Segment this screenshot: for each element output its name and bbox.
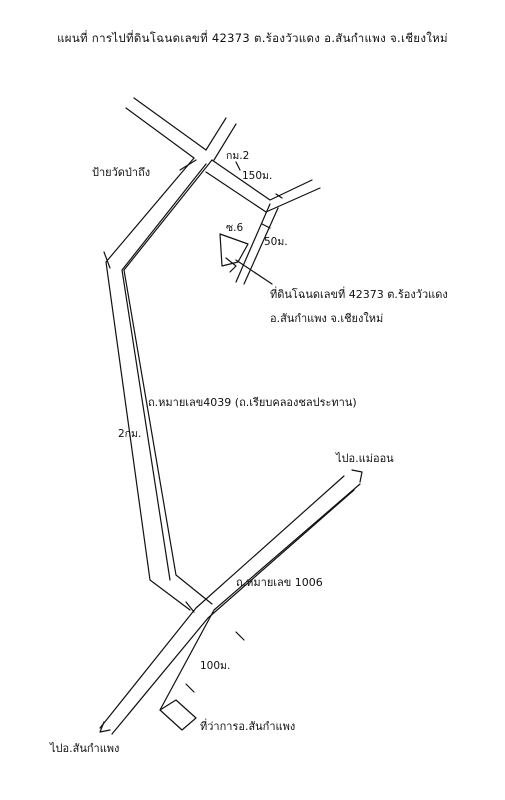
- label-dist-50: 50ม.: [264, 236, 288, 248]
- soi6-edge-1: [235, 203, 271, 283]
- label-dist-150: 150ม.: [242, 170, 273, 182]
- road-4039-right-edge: [123, 159, 213, 605]
- parcel-hatch: [225, 257, 237, 273]
- parcel-outline: [219, 233, 249, 267]
- label-parcel-line2: อ.สันกำแพง จ.เชียงใหม่: [270, 312, 384, 325]
- tick-150-a: [235, 161, 241, 171]
- label-to-sankamphaeng: ไปอ.สันกำแพง: [50, 742, 120, 755]
- soi6-edge-2: [243, 207, 279, 285]
- tick-100-a: [235, 631, 245, 641]
- label-road-4039: ถ.หมายเลข4039 (ถ.เรียบคลองชลประทาน): [148, 396, 357, 409]
- label-to-maeon: ไปอ.แม่ออน: [336, 452, 394, 465]
- label-dist-2km: 2กม.: [118, 428, 142, 440]
- label-district-office: ที่ว่าการอ.สันกำแพง: [200, 720, 296, 733]
- label-sign-wat: ป้ายวัดป่าถึง: [92, 166, 151, 179]
- label-km2: กม.2: [226, 150, 250, 162]
- arrow-to-sankamphaeng: [99, 721, 111, 733]
- tick-50-a: [261, 223, 271, 229]
- parcel-pointer: [235, 259, 273, 285]
- road-4039-left-edge: [105, 157, 195, 611]
- top-road-edge-1: [133, 97, 207, 151]
- northeast-road-edge-1: [205, 117, 227, 151]
- tick-100-b: [185, 683, 195, 693]
- road-1006-left-edge: [99, 475, 345, 729]
- tick-2km-a: [103, 251, 111, 269]
- road-4039-inner-edge: [121, 163, 207, 581]
- road-1006-right-edge: [159, 483, 361, 711]
- label-dist-100: 100ม.: [200, 660, 231, 672]
- district-office-block: [159, 699, 197, 731]
- label-parcel-line1: ที่ดินโฉนดเลขที่ 42373 ต.ร้องวัวแดง: [270, 288, 448, 301]
- label-soi6: ซ.6: [226, 222, 244, 234]
- sign-pointer: [179, 159, 197, 171]
- northeast-road-edge-2: [213, 123, 237, 161]
- label-road-1006: ถ.หมายเลข 1006: [236, 576, 323, 589]
- arrow-to-maeon: [351, 469, 363, 483]
- km2-road-edge-1: [211, 159, 313, 201]
- road-1006-inner: [111, 489, 355, 735]
- top-road-edge-2: [125, 107, 195, 159]
- tick-150-b: [275, 193, 283, 199]
- map-title: แผนที่ การไปที่ดินโฉนดเลขที่ 42373 ต.ร้อ…: [57, 31, 448, 45]
- tick-2km-b: [185, 601, 195, 613]
